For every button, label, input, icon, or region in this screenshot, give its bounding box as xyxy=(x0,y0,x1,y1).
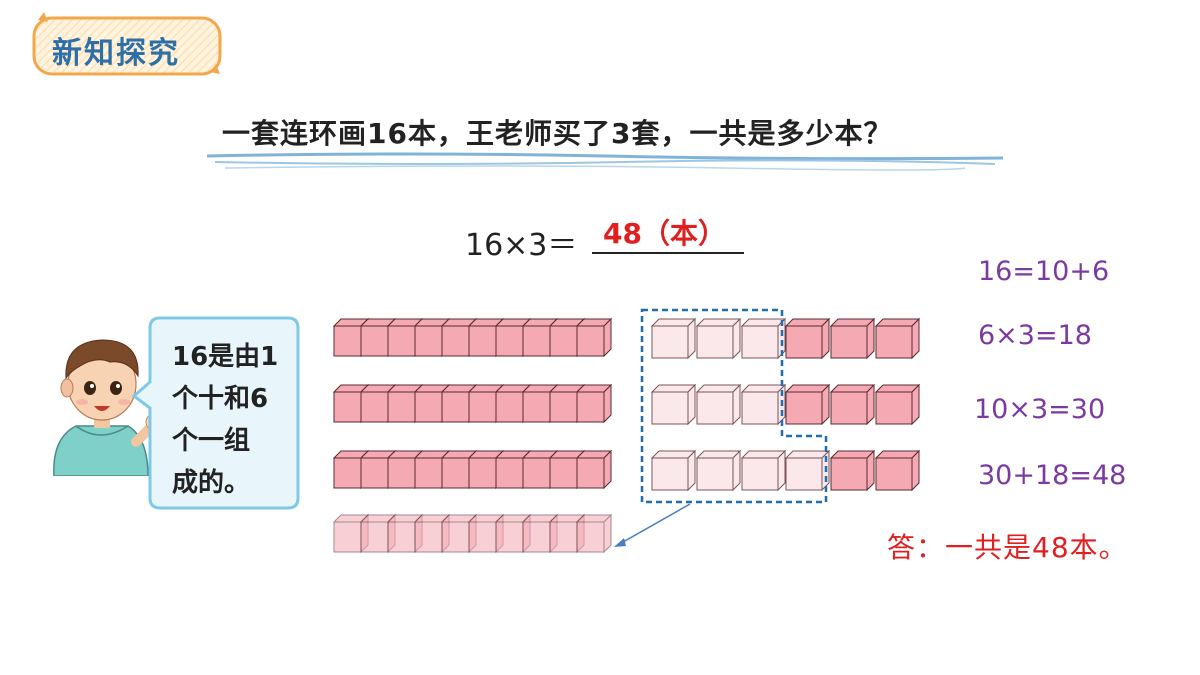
one-cube xyxy=(874,317,921,360)
speech-line: 成的。 xyxy=(172,468,251,498)
final-answer: 答：一共是48本。 xyxy=(887,531,1128,564)
one-cube xyxy=(650,317,697,360)
one-cube xyxy=(740,317,787,360)
one-cube xyxy=(740,383,787,426)
question-underline xyxy=(206,152,1004,171)
one-cube xyxy=(695,449,742,492)
question-text: 一套连环画16本，王老师买了3套，一共是多少本？ xyxy=(222,117,893,150)
one-cube xyxy=(784,449,831,492)
equation-answer: 48（本） xyxy=(603,217,726,250)
one-cube xyxy=(740,449,787,492)
one-cube xyxy=(784,383,831,426)
one-cube xyxy=(695,317,742,360)
one-cube xyxy=(784,317,831,360)
one-cube xyxy=(874,449,921,492)
one-cube xyxy=(650,383,697,426)
ten-rod-cube xyxy=(575,383,613,424)
answer-blank xyxy=(592,212,744,254)
one-cube xyxy=(829,449,876,492)
regroup-arrow xyxy=(615,503,691,547)
ten-rod-cube xyxy=(575,317,613,358)
one-cube xyxy=(829,383,876,426)
one-cube xyxy=(829,317,876,360)
section-badge xyxy=(32,12,222,76)
boy-illustration xyxy=(53,339,163,476)
equation-expression: 16×3＝ xyxy=(465,228,578,263)
grouping-outline xyxy=(640,308,828,504)
speech-bubble-text: 16是由1 个十和6 个一组 成的。 xyxy=(172,336,297,504)
step-decompose: 16=10+6 xyxy=(978,256,1110,287)
ten-rod-cube xyxy=(440,383,478,424)
one-cube xyxy=(650,449,697,492)
speech-line: 个十和6 xyxy=(172,384,269,414)
section-title: 新知探究 xyxy=(52,36,180,71)
ten-rod-cube xyxy=(575,449,613,490)
ten-rod-cube xyxy=(440,449,478,490)
one-cube xyxy=(695,383,742,426)
step-tens-product: 10×3=30 xyxy=(974,394,1106,425)
ten-rod-cube xyxy=(413,383,451,424)
speech-bubble xyxy=(131,316,300,510)
ten-rod-cube xyxy=(575,513,613,554)
speech-line: 16是由1 xyxy=(172,342,279,372)
step-ones-product: 6×3=18 xyxy=(978,320,1092,351)
step-sum: 30+18=48 xyxy=(978,460,1127,491)
one-cube xyxy=(874,383,921,426)
speech-line: 个一组 xyxy=(172,426,251,456)
regroup-arrow-head xyxy=(614,538,626,547)
